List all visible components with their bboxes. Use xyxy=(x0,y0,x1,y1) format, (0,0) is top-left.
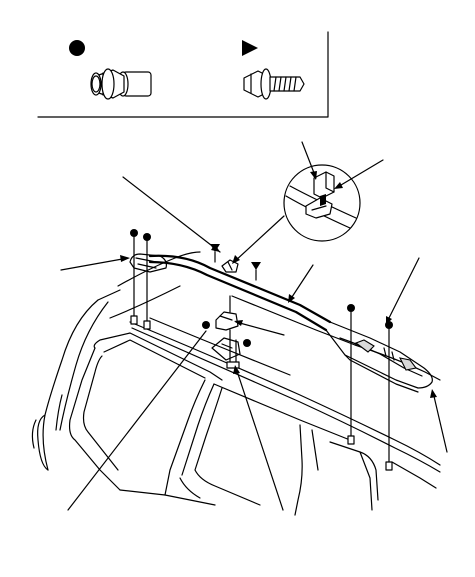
flange-bolt-icon xyxy=(243,68,305,100)
leader-line-rail-front xyxy=(386,257,420,323)
nut-marker-icon xyxy=(347,304,355,312)
vehicle-body xyxy=(31,251,441,516)
triangle-symbol-icon xyxy=(242,40,258,56)
leader-line-clip xyxy=(233,215,285,263)
leader-line-nut-left xyxy=(67,330,207,511)
leader-line-bracket xyxy=(235,321,285,336)
leader-line-rail-cover xyxy=(432,391,448,453)
leader-line-rail xyxy=(289,264,314,301)
roof-rail xyxy=(129,253,433,393)
nut-marker-icon xyxy=(243,339,251,347)
leader-line-clip-detail xyxy=(335,159,384,189)
circle-symbol-icon xyxy=(69,40,85,56)
fastener-markers xyxy=(130,229,393,471)
callout-leaders xyxy=(60,141,448,511)
leader-line-end-cap xyxy=(60,257,129,271)
nut-marker-icon xyxy=(130,229,138,237)
mounting-bracket xyxy=(211,295,241,361)
leader-line-bracket-base xyxy=(235,367,284,511)
flange-nut-icon xyxy=(90,68,152,100)
legend-frame xyxy=(37,31,329,118)
nut-marker-icon xyxy=(143,233,151,241)
bolt-marker-icon xyxy=(251,262,261,270)
nut-marker-icon xyxy=(202,321,210,329)
leader-line-bolt xyxy=(122,176,221,253)
clip-detail-view xyxy=(283,164,361,242)
fastener-legend xyxy=(37,31,329,118)
